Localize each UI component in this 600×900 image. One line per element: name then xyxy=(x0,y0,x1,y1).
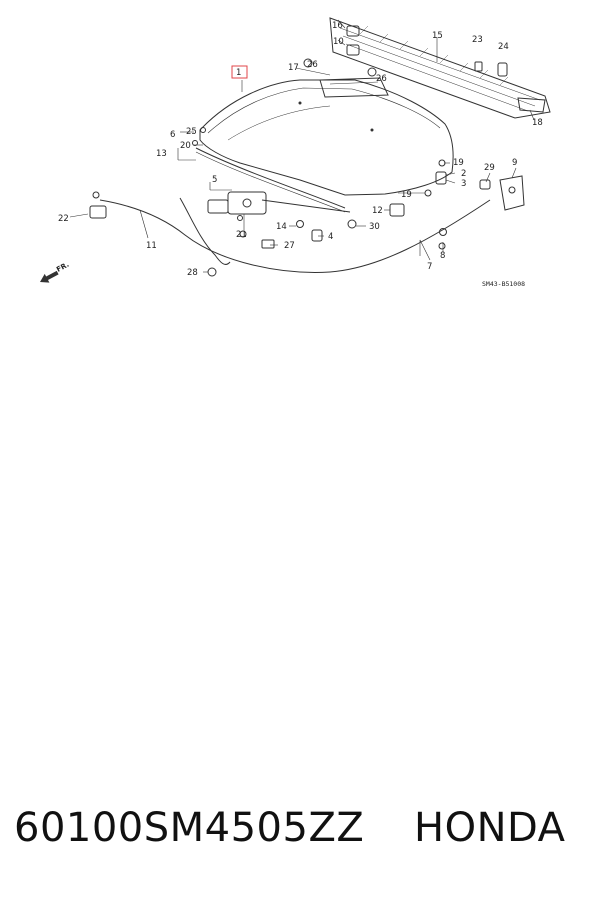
callout-highlight-box xyxy=(231,65,248,79)
callout-10: 10 xyxy=(333,37,344,47)
callout-29: 29 xyxy=(484,163,495,173)
hood-hinge xyxy=(499,175,525,211)
hood-latch xyxy=(227,191,267,215)
direction-label: FR. xyxy=(55,261,70,274)
part-number: 60100SM4505ZZ xyxy=(14,805,365,851)
callout-19b: 19 xyxy=(401,190,412,200)
callout-11: 11 xyxy=(146,241,157,251)
callout-2: 2 xyxy=(461,169,466,179)
callout-13: 13 xyxy=(156,149,167,159)
callout-9: 9 xyxy=(512,158,517,168)
callout-23: 23 xyxy=(472,35,483,45)
callout-7: 7 xyxy=(427,262,432,272)
callout-16: 16 xyxy=(332,21,343,31)
callout-6: 6 xyxy=(170,130,175,140)
release-cable xyxy=(99,199,491,273)
hood-panel xyxy=(199,79,454,196)
callout-20: 20 xyxy=(180,141,191,151)
callout-15: 15 xyxy=(432,31,443,41)
callout-3: 3 xyxy=(461,179,466,189)
callout-21: 21 xyxy=(236,230,247,240)
front-arrow-icon xyxy=(40,270,59,283)
callout-5: 5 xyxy=(212,175,217,185)
callout-19a: 19 xyxy=(453,158,464,168)
callout-8: 8 xyxy=(440,251,445,261)
brand-name: HONDA xyxy=(414,805,566,851)
cowl-panel xyxy=(329,17,551,119)
weatherstrip xyxy=(195,147,346,209)
callout-25: 25 xyxy=(186,127,197,137)
callout-28: 28 xyxy=(187,268,198,278)
callout-18: 18 xyxy=(532,118,543,128)
parts-diagram: 1 2 3 4 5 6 7 8 9 10 11 12 13 14 15 16 1… xyxy=(40,17,551,288)
callout-12: 12 xyxy=(372,206,383,216)
callout-1: 1 xyxy=(236,68,241,78)
callout-30: 30 xyxy=(369,222,380,232)
callout-26a: 26 xyxy=(307,60,318,70)
callout-14: 14 xyxy=(276,222,287,232)
callout-24: 24 xyxy=(498,42,509,52)
reference-code: SM43-B51008 xyxy=(482,280,525,288)
callout-22: 22 xyxy=(58,214,69,224)
callout-27: 27 xyxy=(284,241,295,251)
support-rod xyxy=(261,199,351,213)
callout-4: 4 xyxy=(328,232,333,242)
callout-26b: 26 xyxy=(376,74,387,84)
callout-17: 17 xyxy=(288,63,299,73)
